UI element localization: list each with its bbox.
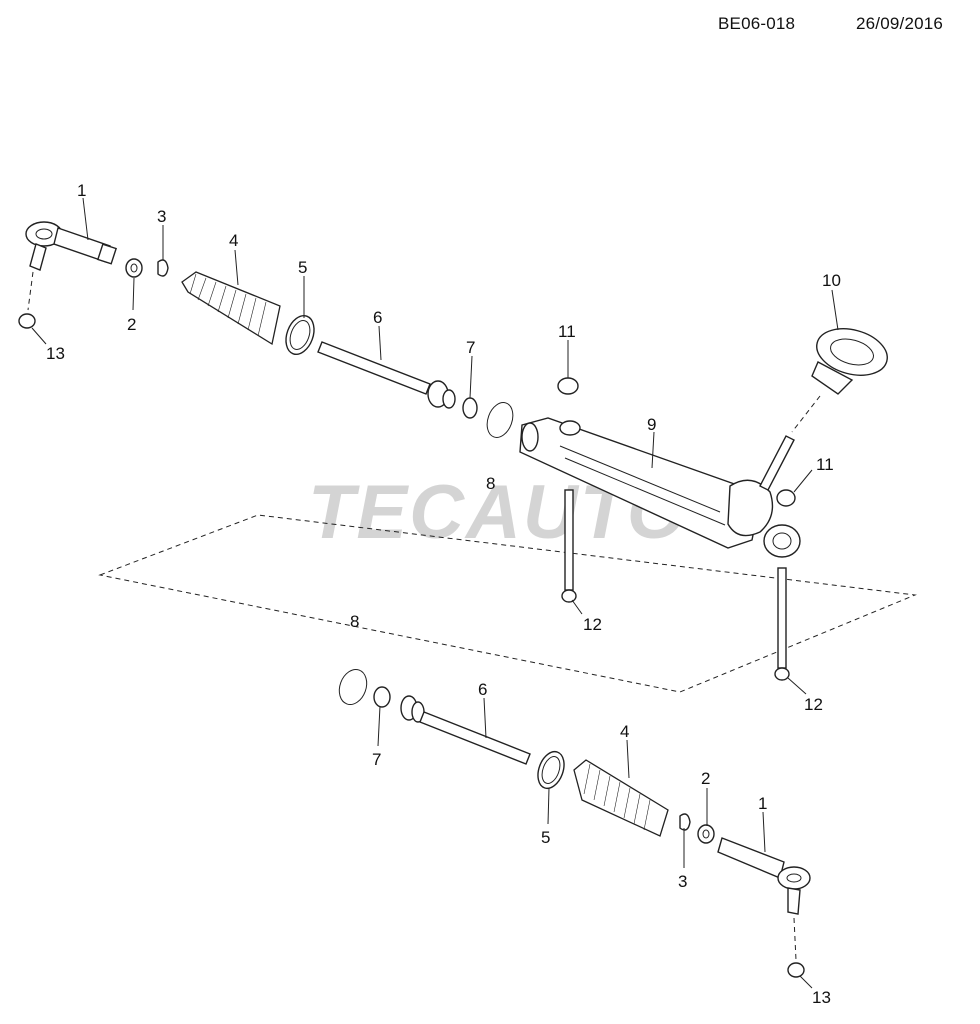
callout-8-small: 8	[486, 474, 495, 493]
steering-rack-housing[interactable]	[519, 417, 801, 558]
washer-bottom[interactable]	[373, 686, 391, 708]
leader-1-top	[82, 197, 89, 241]
lock-nut-top[interactable]	[125, 258, 143, 278]
tie-rod-end-bottom[interactable]	[717, 837, 811, 978]
leader-12-mid	[571, 599, 583, 615]
leader-6-bottom	[483, 697, 487, 739]
callout-3-bottom: 3	[678, 872, 687, 891]
bolt-12-mid[interactable]	[561, 489, 577, 603]
leader-13-top	[31, 327, 47, 345]
callout-2-top: 2	[127, 315, 136, 334]
callout-4-top: 4	[229, 231, 238, 250]
clamp-bottom[interactable]	[679, 813, 691, 831]
leader-11-right	[793, 469, 813, 493]
clamp-top[interactable]	[157, 259, 169, 277]
diagram-date: 26/09/2016	[856, 14, 944, 33]
callout-6-bottom: 6	[478, 680, 487, 699]
leader-7-bottom	[377, 705, 381, 747]
callout-13-bottom: 13	[812, 988, 831, 1007]
assembly-8-outline	[98, 514, 917, 693]
nut-11-right[interactable]	[776, 489, 796, 507]
leader-1-bottom	[762, 811, 766, 853]
nut-13-top	[18, 313, 36, 329]
callout-1-bottom: 1	[758, 794, 767, 813]
callout-12-right: 12	[804, 695, 823, 714]
o-ring-top[interactable]	[483, 399, 518, 441]
callout-1-top: 1	[77, 181, 86, 200]
callout-5-top: 5	[298, 258, 307, 277]
boot-top[interactable]	[181, 271, 281, 346]
callout-7-top: 7	[466, 338, 475, 357]
callout-7-bottom: 7	[372, 750, 381, 769]
diagram-header: BE06-018 26/09/2016	[0, 14, 980, 40]
pinion-shaft[interactable]	[759, 435, 795, 491]
callout-3-top: 3	[157, 207, 166, 226]
nut-11-top[interactable]	[557, 377, 579, 395]
inner-tie-rod-bottom[interactable]	[400, 695, 531, 765]
leader-4-bottom	[626, 739, 630, 779]
callout-9: 9	[647, 415, 656, 434]
leader-6-top	[378, 325, 382, 361]
callout-13-top: 13	[46, 344, 65, 363]
leader-5-bottom	[547, 787, 550, 825]
leader-4-top	[234, 249, 239, 286]
lock-nut-bottom[interactable]	[697, 824, 715, 844]
boot-clamp-ring-top[interactable]	[281, 312, 319, 358]
callout-5-bottom: 5	[541, 828, 550, 847]
pinion-dust-seal[interactable]	[791, 321, 892, 433]
callout-8-box: 8	[350, 612, 359, 631]
leader-10	[831, 289, 839, 331]
callout-10: 10	[822, 271, 841, 290]
tie-rod-end-top[interactable]	[18, 221, 118, 329]
leader-7-top	[469, 355, 473, 399]
washer-top[interactable]	[462, 397, 478, 419]
boot-clamp-ring-bottom[interactable]	[533, 748, 569, 792]
callout-6-top: 6	[373, 308, 382, 327]
nut-13-bottom	[787, 962, 805, 978]
diagram-code: BE06-018	[718, 14, 796, 33]
bolt-12-right[interactable]	[774, 567, 790, 681]
callout-12-mid: 12	[583, 615, 602, 634]
leader-2-top	[132, 277, 135, 311]
leader-9	[651, 431, 655, 469]
callout-11-right: 11	[816, 455, 834, 474]
leader-12-right	[787, 677, 807, 695]
callout-4-bottom: 4	[620, 722, 629, 741]
inner-tie-rod-top[interactable]	[317, 341, 456, 409]
o-ring-bottom[interactable]	[335, 666, 372, 709]
callout-11-top: 11	[558, 322, 576, 341]
leader-13-bottom	[799, 975, 813, 989]
callout-2-bottom: 2	[701, 769, 710, 788]
boot-bottom[interactable]	[573, 759, 669, 837]
